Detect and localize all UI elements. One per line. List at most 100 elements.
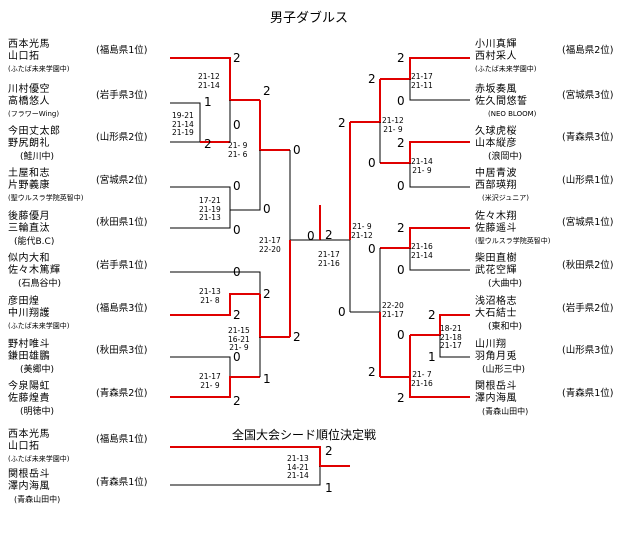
team-player2: 山口拓 bbox=[8, 441, 40, 452]
team-player1: 西本光馬 bbox=[8, 39, 50, 50]
team-player2: 武花空輝 bbox=[475, 265, 517, 276]
game-result: 0 bbox=[233, 265, 241, 279]
team-player2: 高橋悠人 bbox=[8, 96, 50, 107]
team-seed: (岩手県2位) bbox=[562, 303, 614, 314]
match-score: 21- 9 21-12 bbox=[351, 222, 373, 240]
bracket-line bbox=[170, 466, 321, 486]
team-seed: (福島県1位) bbox=[96, 45, 148, 56]
team-player2: 大石結士 bbox=[475, 308, 517, 319]
game-result: 0 bbox=[233, 350, 241, 364]
page-title: 男子ダブルス bbox=[270, 11, 349, 26]
team-player1: 中居青波 bbox=[475, 168, 517, 179]
team-player1: 関根岳斗 bbox=[8, 469, 50, 480]
match-score: 21- 9 21- 6 bbox=[228, 141, 248, 159]
team-seed: (青森県2位) bbox=[96, 388, 148, 399]
game-result: 1 bbox=[204, 95, 212, 109]
bracket-line bbox=[170, 186, 231, 229]
team-school: (米沢ジュニア) bbox=[482, 194, 529, 202]
team-player2: 佐藤遥斗 bbox=[475, 223, 517, 234]
match-score: 17-21 21-19 21-13 bbox=[199, 196, 221, 223]
bracket-line bbox=[410, 314, 470, 336]
team-seed: (山形県1位) bbox=[562, 175, 614, 186]
team-player1: 似内大和 bbox=[8, 253, 50, 264]
match-score: 21-16 21-14 bbox=[411, 242, 433, 260]
team-seed: (青森県3位) bbox=[562, 132, 614, 143]
team-player1: 赤坂奏風 bbox=[475, 84, 517, 95]
team-seed: (青森県1位) bbox=[96, 477, 148, 488]
bracket-line bbox=[380, 227, 470, 249]
team-school: (東和中) bbox=[488, 322, 523, 332]
match-score: 21-12 21- 9 bbox=[382, 116, 404, 134]
team-school: (ふたば未来学園中) bbox=[8, 322, 70, 330]
team-player2: 中川翔護 bbox=[8, 308, 50, 319]
match-score: 21-15 16-21 21- 9 bbox=[228, 326, 250, 353]
team-player1: 今泉陽虹 bbox=[8, 381, 50, 392]
game-result: 0 bbox=[233, 118, 241, 132]
game-result: 2 bbox=[397, 136, 405, 150]
match-score: 21-17 22-20 bbox=[259, 236, 281, 254]
game-result: 0 bbox=[397, 94, 405, 108]
team-seed: (秋田県1位) bbox=[96, 217, 148, 228]
match-score: 21-12 21-14 bbox=[198, 72, 220, 90]
bracket-line bbox=[230, 150, 261, 211]
game-result: 2 bbox=[263, 84, 271, 98]
team-player2: 澤内海風 bbox=[475, 393, 517, 404]
team-player2: 西部瑛翔 bbox=[475, 180, 517, 191]
team-player1: 後藤優月 bbox=[8, 211, 50, 222]
team-school: (美郷中) bbox=[20, 365, 55, 375]
team-player2: 三輪直汰 bbox=[8, 223, 50, 234]
game-result: 2 bbox=[397, 221, 405, 235]
game-result: 2 bbox=[368, 365, 376, 379]
team-player1: 久球虎桜 bbox=[475, 126, 517, 137]
match-score: 21- 7 21-16 bbox=[411, 370, 433, 388]
bracket-line bbox=[380, 141, 470, 164]
team-seed: (秋田県2位) bbox=[562, 260, 614, 271]
team-seed: (宮城県1位) bbox=[562, 217, 614, 228]
team-school: (フラワーWing) bbox=[8, 110, 60, 118]
team-school: (ふたば未来学園中) bbox=[8, 455, 70, 463]
bracket-line bbox=[170, 376, 260, 398]
team-school: (聖ウルスラ学院英智中) bbox=[8, 194, 84, 202]
team-school: (ふたば未来学園中) bbox=[8, 65, 70, 73]
match-score: 21-13 14-21 21-14 bbox=[287, 454, 309, 481]
bracket-line bbox=[380, 57, 470, 80]
game-result: 1 bbox=[263, 372, 271, 386]
team-player2: 西村采人 bbox=[475, 51, 517, 62]
team-school: (能代B.C) bbox=[14, 237, 55, 247]
team-seed: (秋田県3位) bbox=[96, 345, 148, 356]
team-player1: 川村優空 bbox=[8, 84, 50, 95]
team-player1: 彦田煌 bbox=[8, 296, 40, 307]
team-player2: 佐久間悠誓 bbox=[475, 96, 528, 107]
playoff-title: 全国大会シード順位決定戦 bbox=[232, 428, 377, 442]
match-score: 21-17 21-11 bbox=[411, 72, 433, 90]
game-result: 0 bbox=[397, 179, 405, 193]
bracket-line bbox=[409, 163, 470, 188]
team-school: (青森山田中) bbox=[482, 407, 529, 416]
match-score: 21-17 21- 9 bbox=[199, 372, 221, 390]
bracket-line bbox=[439, 335, 470, 358]
bracket-line bbox=[170, 356, 231, 377]
team-school: (聖ウルスラ学院英智中) bbox=[475, 237, 551, 245]
team-seed: (福島県3位) bbox=[96, 303, 148, 314]
team-school: (浪岡中) bbox=[488, 152, 523, 162]
bracket-line bbox=[409, 79, 470, 101]
team-player1: 佐々木翔 bbox=[475, 211, 517, 222]
team-player2: 山口拓 bbox=[8, 51, 40, 62]
game-result: 2 bbox=[368, 72, 376, 86]
match-score: 22-20 21-17 bbox=[382, 301, 404, 319]
game-result: 2 bbox=[233, 308, 241, 322]
game-result: 0 bbox=[338, 305, 346, 319]
team-school: (ふたば未来学園中) bbox=[475, 65, 537, 73]
match-score: 21-17 21-16 bbox=[318, 250, 340, 268]
team-school: (明徳中) bbox=[20, 407, 55, 417]
game-result: 2 bbox=[338, 116, 346, 130]
game-result: 2 bbox=[397, 51, 405, 65]
team-seed: (福島県2位) bbox=[562, 45, 614, 56]
team-player1: 柴田直樹 bbox=[475, 253, 517, 264]
bracket-line bbox=[409, 377, 470, 398]
game-result: 0 bbox=[263, 202, 271, 216]
team-player2: 野尻朗礼 bbox=[8, 138, 50, 149]
team-player2: 佐藤煌貴 bbox=[8, 393, 50, 404]
